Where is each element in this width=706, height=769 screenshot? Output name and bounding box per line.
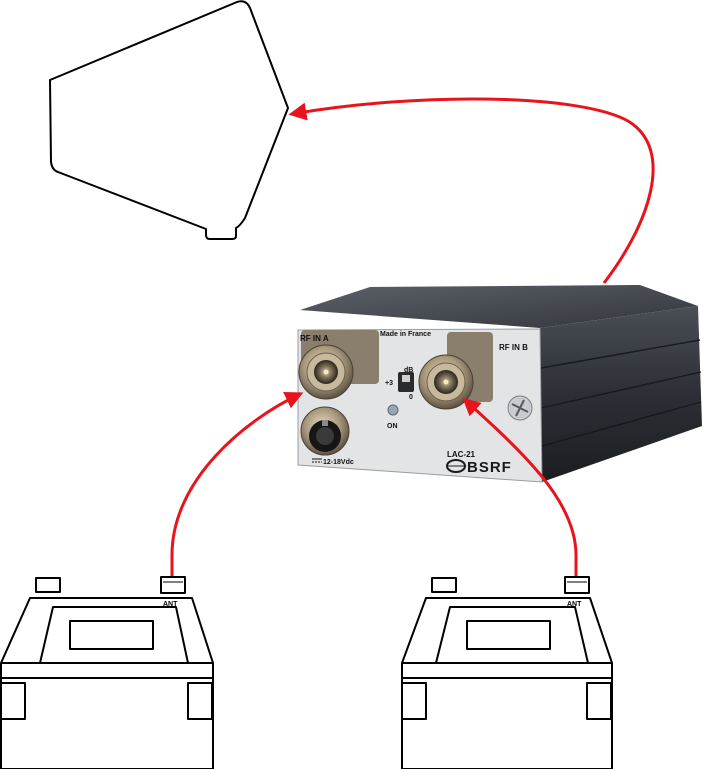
rf-in-b-connector	[418, 332, 493, 410]
gain-plus-label: +3	[385, 380, 393, 387]
gain-switch	[398, 372, 414, 392]
antenna-combiner: RF IN A Made in France RF IN B dB +3 0 O…	[297, 285, 702, 483]
cable-b	[462, 397, 578, 578]
gain-zero-label: 0	[409, 394, 413, 401]
screw	[507, 395, 533, 421]
db-label: dB	[404, 367, 413, 374]
directional-antenna	[49, 0, 289, 240]
receiver-b-ant-label: ANT	[567, 601, 582, 608]
rf-in-b-label: RF IN B	[499, 343, 528, 352]
on-label: ON	[387, 423, 398, 430]
model-label: LAC-21	[447, 450, 476, 459]
rf-in-a-label: RF IN A	[300, 334, 329, 343]
receiver-b	[401, 576, 613, 769]
brand-logo: BSRF	[446, 459, 512, 476]
power-connector	[300, 406, 350, 456]
cable-a	[170, 392, 304, 578]
rf-in-a-connector	[298, 330, 379, 400]
antenna-cable	[288, 97, 655, 284]
made-in-label: Made in France	[380, 331, 431, 338]
receiver-a-ant-label: ANT	[163, 601, 178, 608]
on-led	[387, 404, 399, 416]
power-label: 12-18Vdc	[323, 459, 354, 466]
brand-label: BSRF	[467, 459, 512, 476]
receiver-a	[0, 576, 214, 769]
